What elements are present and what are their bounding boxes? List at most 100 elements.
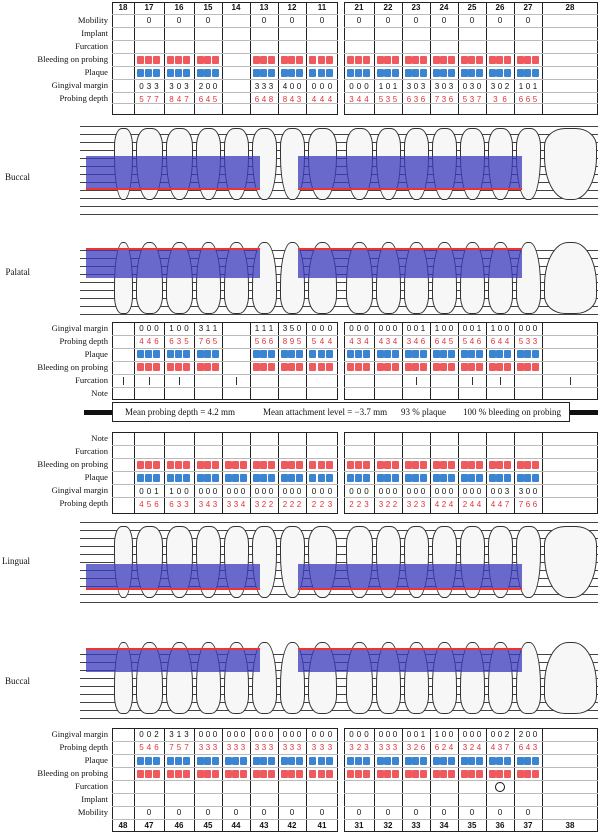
plaque-marker[interactable]	[204, 474, 212, 482]
plaque-marker[interactable]	[355, 350, 362, 358]
plaque-marker[interactable]	[405, 69, 412, 77]
tooth-number[interactable]: 11	[317, 3, 327, 12]
plaque-marker[interactable]	[260, 474, 268, 482]
plaque-marker[interactable]	[384, 350, 392, 358]
tooth-number[interactable]: 31	[354, 821, 364, 830]
plaque-marker[interactable]	[496, 474, 504, 482]
plaque-marker[interactable]	[197, 350, 204, 358]
plaque-marker[interactable]	[153, 69, 160, 77]
bleeding-marker[interactable]	[489, 770, 496, 778]
plaque-marker[interactable]	[355, 757, 362, 765]
plaque-marker[interactable]	[355, 69, 362, 77]
bleeding-marker[interactable]	[317, 770, 325, 778]
plaque-marker[interactable]	[363, 474, 370, 482]
plaque-marker[interactable]	[419, 350, 427, 358]
plaque-marker[interactable]	[137, 350, 144, 358]
bleeding-marker[interactable]	[295, 56, 303, 64]
plaque-marker[interactable]	[137, 757, 144, 765]
plaque-marker[interactable]	[517, 474, 524, 482]
plaque-marker[interactable]	[363, 69, 370, 77]
bleeding-marker[interactable]	[288, 56, 296, 64]
plaque-marker[interactable]	[253, 69, 260, 77]
plaque-marker[interactable]	[295, 474, 303, 482]
bleeding-marker[interactable]	[137, 461, 144, 469]
bleeding-marker[interactable]	[145, 56, 152, 64]
bleeding-marker[interactable]	[468, 56, 476, 64]
bleeding-marker[interactable]	[517, 56, 524, 64]
bleeding-marker[interactable]	[326, 363, 334, 371]
bleeding-marker[interactable]	[405, 461, 412, 469]
plaque-marker[interactable]	[267, 350, 275, 358]
tooth-number[interactable]: 38	[565, 821, 575, 830]
bleeding-marker[interactable]	[355, 363, 362, 371]
plaque-marker[interactable]	[239, 474, 247, 482]
plaque-marker[interactable]	[260, 69, 268, 77]
plaque-marker[interactable]	[496, 350, 504, 358]
tooth-number[interactable]: 44	[231, 821, 241, 830]
bleeding-marker[interactable]	[197, 363, 204, 371]
plaque-marker[interactable]	[204, 757, 212, 765]
bleeding-marker[interactable]	[347, 363, 354, 371]
bleeding-marker[interactable]	[295, 461, 303, 469]
bleeding-marker[interactable]	[384, 770, 392, 778]
bleeding-marker[interactable]	[326, 770, 334, 778]
plaque-marker[interactable]	[253, 350, 260, 358]
bleeding-marker[interactable]	[267, 770, 275, 778]
plaque-marker[interactable]	[419, 69, 427, 77]
plaque-marker[interactable]	[468, 350, 476, 358]
plaque-marker[interactable]	[167, 474, 174, 482]
plaque-marker[interactable]	[326, 350, 334, 358]
bleeding-marker[interactable]	[281, 56, 288, 64]
bleeding-marker[interactable]	[440, 56, 448, 64]
plaque-marker[interactable]	[405, 474, 412, 482]
tooth-number[interactable]: 18	[118, 3, 128, 12]
plaque-marker[interactable]	[175, 757, 182, 765]
plaque-marker[interactable]	[496, 757, 504, 765]
plaque-marker[interactable]	[461, 757, 468, 765]
bleeding-marker[interactable]	[384, 461, 392, 469]
bleeding-marker[interactable]	[211, 363, 219, 371]
tooth-outline[interactable]	[544, 128, 597, 200]
plaque-marker[interactable]	[211, 69, 219, 77]
bleeding-marker[interactable]	[239, 461, 247, 469]
tooth-number[interactable]: 37	[523, 821, 533, 830]
bleeding-marker[interactable]	[295, 363, 303, 371]
plaque-marker[interactable]	[309, 69, 316, 77]
plaque-marker[interactable]	[153, 474, 160, 482]
bleeding-marker[interactable]	[468, 461, 476, 469]
plaque-marker[interactable]	[468, 474, 476, 482]
plaque-marker[interactable]	[288, 757, 296, 765]
bleeding-marker[interactable]	[355, 461, 362, 469]
tooth-number[interactable]: 15	[203, 3, 213, 12]
bleeding-marker[interactable]	[288, 363, 296, 371]
bleeding-marker[interactable]	[137, 363, 144, 371]
bleeding-marker[interactable]	[167, 770, 174, 778]
bleeding-marker[interactable]	[253, 56, 260, 64]
plaque-marker[interactable]	[489, 69, 496, 77]
tooth-number[interactable]: 25	[467, 3, 477, 12]
bleeding-marker[interactable]	[412, 770, 420, 778]
bleeding-marker[interactable]	[489, 461, 496, 469]
plaque-marker[interactable]	[281, 350, 288, 358]
plaque-marker[interactable]	[167, 350, 174, 358]
plaque-marker[interactable]	[232, 474, 240, 482]
plaque-marker[interactable]	[167, 69, 174, 77]
bleeding-marker[interactable]	[232, 461, 240, 469]
plaque-marker[interactable]	[288, 69, 296, 77]
plaque-marker[interactable]	[391, 757, 399, 765]
bleeding-marker[interactable]	[309, 363, 316, 371]
tooth-number[interactable]: 13	[259, 3, 269, 12]
plaque-marker[interactable]	[267, 69, 275, 77]
plaque-marker[interactable]	[489, 757, 496, 765]
bleeding-marker[interactable]	[503, 56, 511, 64]
tooth-number[interactable]: 27	[523, 3, 533, 12]
bleeding-marker[interactable]	[260, 461, 268, 469]
bleeding-marker[interactable]	[145, 363, 152, 371]
tooth-number[interactable]: 35	[467, 821, 477, 830]
plaque-marker[interactable]	[145, 474, 152, 482]
bleeding-marker[interactable]	[524, 56, 532, 64]
bleeding-marker[interactable]	[260, 56, 268, 64]
plaque-marker[interactable]	[347, 757, 354, 765]
bleeding-marker[interactable]	[204, 363, 212, 371]
bleeding-marker[interactable]	[391, 363, 399, 371]
